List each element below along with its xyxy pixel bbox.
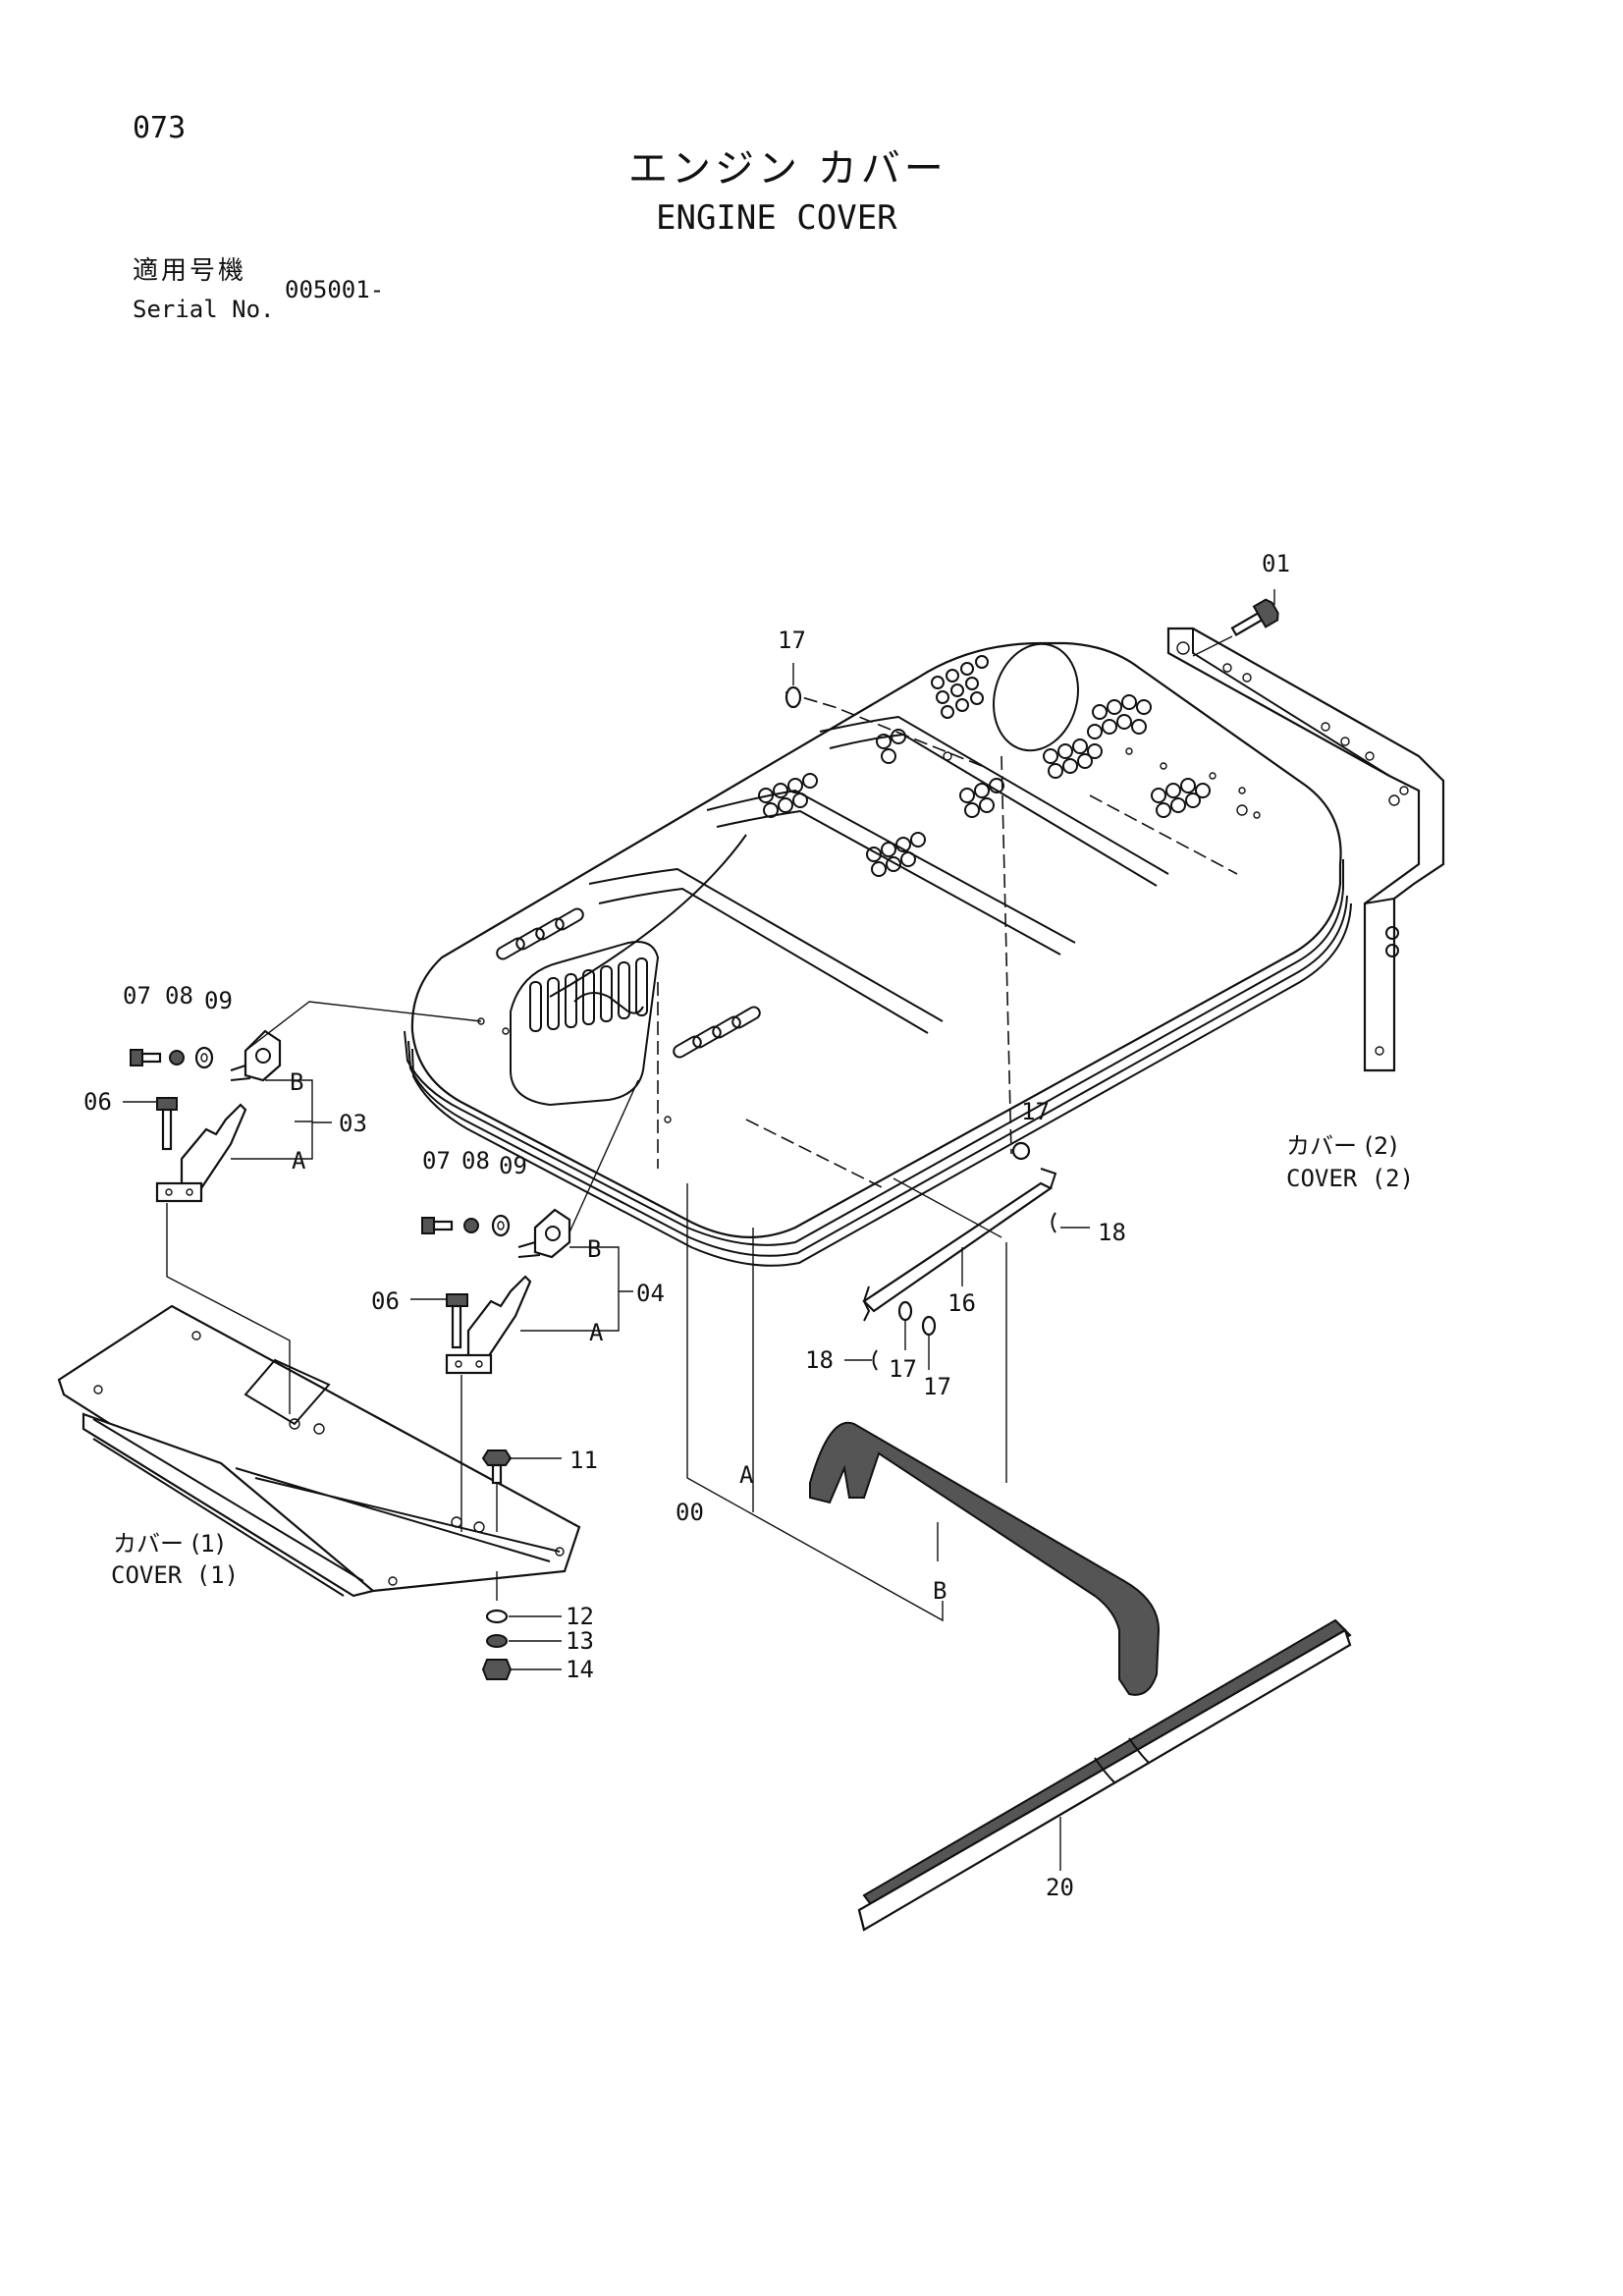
bolt-icon xyxy=(156,1097,178,1151)
latch-icon xyxy=(466,1275,532,1362)
callout-12: 12 xyxy=(566,1603,594,1630)
engine-cover-panel xyxy=(404,641,1352,1267)
hinge-bracket-icon xyxy=(243,1029,282,1082)
callout-07-upper: 07 xyxy=(123,982,151,1010)
cover-hole-grid xyxy=(758,655,1211,877)
exhaust-opening xyxy=(993,642,1079,752)
hinge-bracket-icon xyxy=(533,1208,571,1259)
washer-icon xyxy=(463,1218,479,1233)
serial-number-value: 005001- xyxy=(285,276,385,303)
cover-1-label: COVER (1) xyxy=(111,1561,239,1589)
seal-strip-icon xyxy=(857,1618,1352,1932)
stay-rod-16 xyxy=(844,1141,1090,1371)
washer-icon xyxy=(1011,1141,1031,1161)
callout-18-right: 18 xyxy=(1098,1219,1126,1246)
callout-18-left: 18 xyxy=(805,1346,834,1374)
cover-handle xyxy=(573,992,644,1014)
nut-icon xyxy=(481,1659,513,1680)
serial-label-japanese: 適用号機 xyxy=(133,256,247,286)
callout-03: 03 xyxy=(339,1110,367,1137)
callout-11: 11 xyxy=(569,1447,598,1474)
callout-08-lower: 08 xyxy=(461,1147,490,1175)
latch-icon xyxy=(180,1103,247,1190)
top-vent-slots xyxy=(496,907,761,1059)
callout-07-lower: 07 xyxy=(422,1147,451,1175)
latch-assembly-03 xyxy=(123,1001,482,1414)
washer-icon xyxy=(486,1634,508,1648)
rear-mount-holes xyxy=(1125,747,1261,819)
washer-icon xyxy=(485,1609,509,1624)
page-number: 073 xyxy=(133,111,187,145)
callout-b-lower: B xyxy=(587,1235,601,1263)
part-callouts: 01 17 07 08 09 B 03 06 A 07 08 09 17 18 … xyxy=(83,550,1290,1901)
callout-08-upper: 08 xyxy=(165,982,193,1010)
cover-1-tray xyxy=(57,1304,581,1598)
cover-seal-bracket xyxy=(809,1421,1161,1696)
callout-a-lower: A xyxy=(589,1319,604,1346)
callout-17-top: 17 xyxy=(778,627,806,654)
page-title-japanese: エンジン カバー xyxy=(628,146,947,191)
callout-17-right: 17 xyxy=(1021,1098,1050,1125)
washer-icon xyxy=(921,1315,937,1337)
cover-2-label-japanese: カバー (2) xyxy=(1286,1132,1398,1160)
callout-17-low-b: 17 xyxy=(923,1373,951,1400)
callout-04: 04 xyxy=(636,1280,665,1307)
bolt-icon xyxy=(421,1217,454,1234)
callout-20: 20 xyxy=(1046,1874,1074,1901)
latch-assembly-04 xyxy=(410,1079,639,1532)
pin-icon xyxy=(872,1349,878,1371)
callout-13: 13 xyxy=(566,1627,594,1655)
washer-icon xyxy=(491,1214,511,1237)
callout-01: 01 xyxy=(1262,550,1290,577)
washer-icon xyxy=(169,1050,185,1066)
fastener-stack xyxy=(481,1449,562,1680)
callout-16: 16 xyxy=(947,1289,976,1317)
serial-label: Serial No. xyxy=(133,296,275,323)
subassembly-labels: カバー (2) COVER (2) カバー (1) COVER (1) xyxy=(111,1132,1414,1589)
callout-06-lower: 06 xyxy=(371,1287,400,1315)
cover-2-label: COVER (2) xyxy=(1286,1165,1414,1192)
washer-icon xyxy=(194,1046,214,1069)
callout-00: 00 xyxy=(676,1499,704,1526)
cover-2-bracket xyxy=(1166,627,1445,1072)
callout-a-upper: A xyxy=(292,1147,306,1175)
washer-icon xyxy=(897,1300,913,1322)
callout-b-ref: B xyxy=(933,1577,947,1605)
callout-a-ref: A xyxy=(739,1461,754,1489)
callout-b-upper: B xyxy=(290,1068,303,1096)
callout-06-upper: 06 xyxy=(83,1088,112,1116)
pin-icon xyxy=(1051,1212,1056,1233)
bolt-icon xyxy=(446,1293,468,1349)
bolt-icon xyxy=(1230,598,1279,636)
grille-slots xyxy=(529,957,648,1032)
cover-1-label-japanese: カバー (1) xyxy=(113,1530,225,1558)
washer-icon xyxy=(784,685,802,709)
callout-09-upper: 09 xyxy=(204,987,233,1014)
bolt-icon xyxy=(130,1049,162,1066)
callout-09-lower: 09 xyxy=(499,1152,527,1179)
callout-17-low-a: 17 xyxy=(889,1355,917,1383)
callout-14: 14 xyxy=(566,1656,594,1683)
page-title: ENGINE COVER xyxy=(656,198,897,238)
